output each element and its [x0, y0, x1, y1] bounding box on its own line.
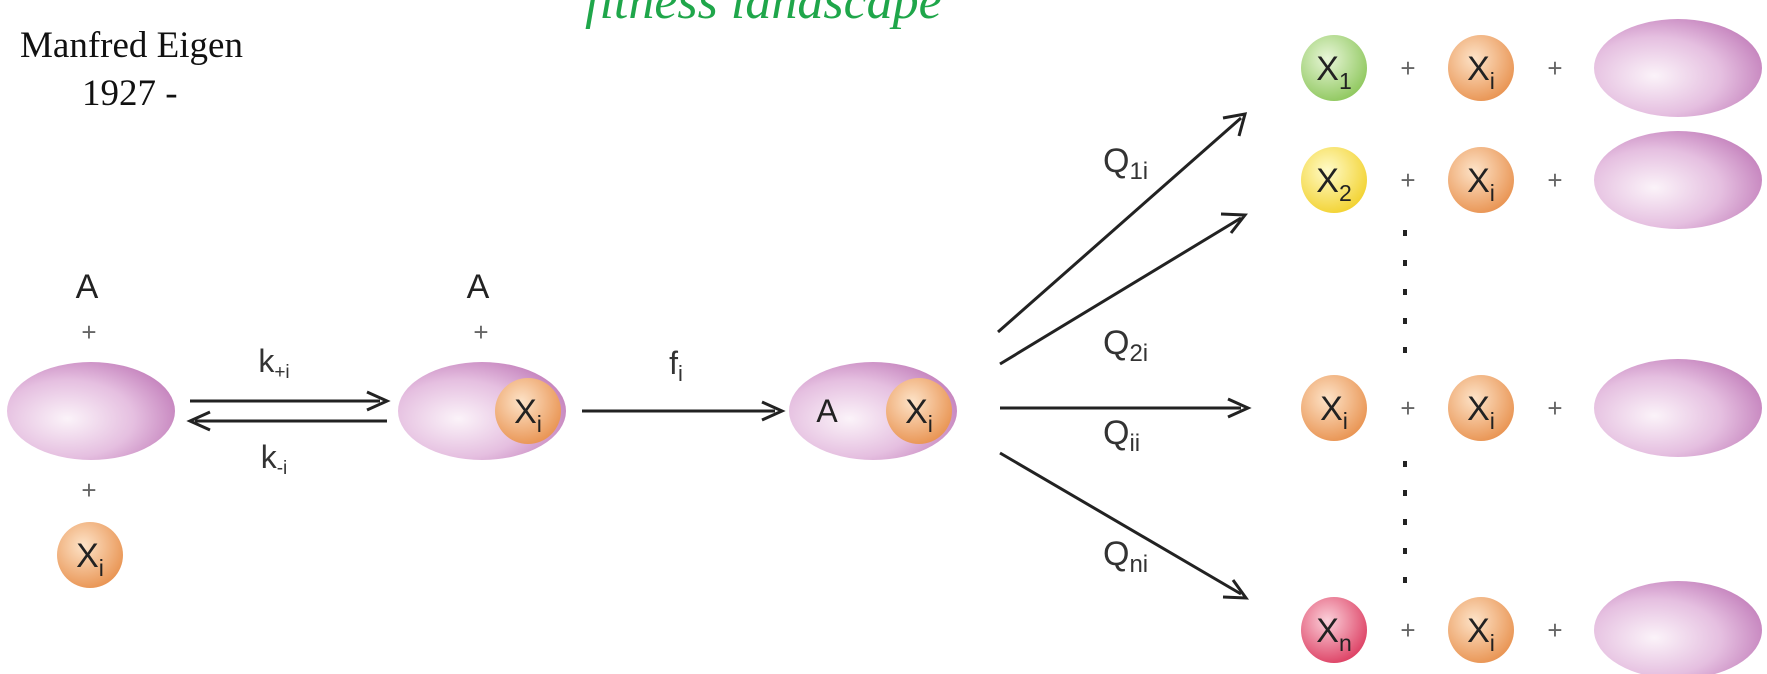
plus-sign: +: [81, 475, 96, 505]
plus-sign: +: [473, 317, 488, 347]
ellipsis-dot: [1403, 548, 1407, 554]
enzyme-ellipse: [7, 362, 175, 460]
plus-sign: +: [1400, 393, 1415, 423]
ellipsis-dot: [1403, 519, 1407, 525]
fitness-label: fi: [669, 345, 683, 386]
ellipsis-dot: [1403, 347, 1407, 353]
product-row: X1+Xi+: [1301, 19, 1762, 117]
plus-sign: +: [1547, 615, 1562, 645]
plus-sign: +: [1547, 165, 1562, 195]
species-a-label: A: [467, 268, 490, 306]
released-enzyme-ellipse: [1594, 19, 1762, 117]
species-a-label: A: [816, 393, 838, 429]
mutation-branches: Q1i Q2i Qii Qni: [998, 114, 1248, 598]
replication-step: fi: [582, 345, 782, 420]
plus-sign: +: [1400, 615, 1415, 645]
mutation-probability-q1i: Q1i: [1103, 142, 1148, 185]
ellipsis-dot: [1403, 260, 1407, 266]
mutation-probability-qii: Qii: [1103, 414, 1140, 457]
product-row: X2+Xi+: [1301, 131, 1762, 229]
ellipsis-dot: [1403, 461, 1407, 467]
ellipsis-dot: [1403, 577, 1407, 583]
ellipsis-dot: [1403, 289, 1407, 295]
released-enzyme-ellipse: [1594, 581, 1762, 674]
rate-k-plus-label: k+i: [258, 343, 289, 383]
product-rows: X1+Xi+ X2+Xi+ Xi+Xi+ Xn+Xi+: [1301, 19, 1762, 674]
plus-sign: +: [1400, 53, 1415, 83]
mutation-probability-qni: Qni: [1103, 535, 1148, 578]
ellipsis-dot: [1403, 318, 1407, 324]
ellipsis-dot: [1403, 230, 1407, 236]
species-a-label: A: [76, 268, 99, 306]
released-enzyme-ellipse: [1594, 359, 1762, 457]
plus-sign: +: [81, 317, 96, 347]
plus-sign: +: [1547, 53, 1562, 83]
stage-binary-complex: A + Xi: [398, 268, 566, 460]
ellipsis-dot: [1403, 490, 1407, 496]
plus-sign: +: [1400, 165, 1415, 195]
mutation-probability-q2i: Q2i: [1103, 324, 1148, 367]
stage-free-reactants: A + + Xi: [7, 268, 175, 588]
stage-ternary-complex: A Xi: [789, 362, 957, 460]
released-enzyme-ellipse: [1594, 131, 1762, 229]
binding-equilibrium: k+i k-i: [190, 343, 387, 479]
plus-sign: +: [1547, 393, 1562, 423]
product-row: Xn+Xi+: [1301, 581, 1762, 674]
rate-k-minus-label: k-i: [261, 439, 288, 479]
product-row: Xi+Xi+: [1301, 359, 1762, 457]
